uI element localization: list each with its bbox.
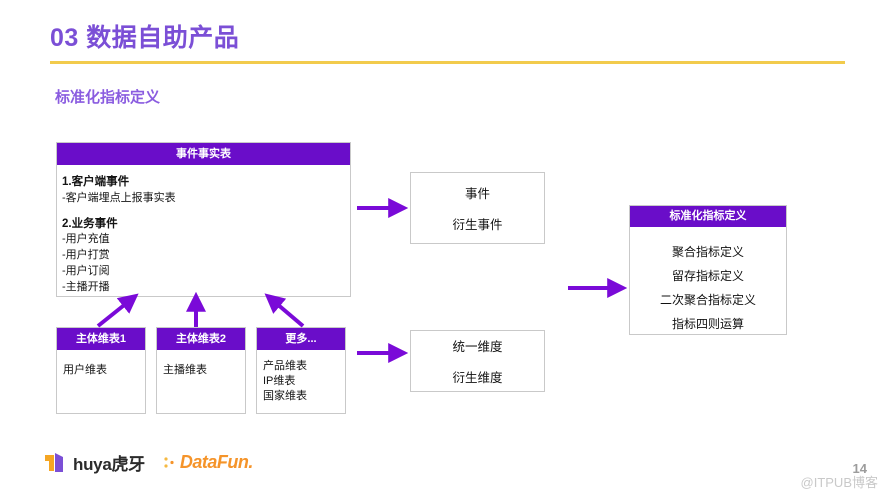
page-number: 14 [852, 461, 867, 476]
dimension-item-3-0: 产品维表 [263, 360, 307, 372]
dimension-item-3-1: IP维表 [263, 374, 296, 387]
dimension-table-body-1: 用户维表 [57, 350, 145, 383]
huya-label: huya虎牙 [73, 455, 145, 474]
datafun-mark-icon [164, 456, 174, 468]
metric-item-0: 聚合指标定义 [671, 245, 744, 259]
huya-mark-icon [45, 452, 63, 472]
metric-item-2: 二次聚合指标定义 [659, 293, 756, 307]
dimension-item-2-0: 主播维表 [163, 364, 207, 376]
arrow-dim1-to-fact [96, 293, 139, 328]
fact-group1-title: 1.客户端事件 [62, 176, 130, 188]
fact-table-card: 事件事实表 1.客户端事件 -客户端埋点上报事实表 2.业务事件 -用户充值 -… [56, 142, 351, 297]
arrow-center-to-metric [568, 278, 628, 298]
dimension-table-header-2: 主体维表2 [157, 328, 245, 350]
events-card: 事件 衍生事件 [410, 172, 545, 244]
fact-group2-title: 2.业务事件 [62, 217, 118, 230]
datafun-logo: DataFun. [163, 452, 253, 473]
dimension-table-body-3: 产品维表 IP维表 国家维表 [257, 350, 345, 409]
datafun-label: DataFun. [179, 452, 254, 472]
title-divider [50, 61, 845, 64]
dimensions-line-1: 衍生维度 [452, 371, 503, 385]
arrow-dim3-to-fact [264, 293, 305, 328]
dimension-table-card-2: 主体维表2 主播维表 [156, 327, 246, 414]
page-subtitle: 标准化指标定义 [55, 89, 161, 106]
dimension-table-header-1: 主体维表1 [57, 328, 145, 350]
arrow-fact-to-events [357, 198, 409, 218]
fact-group1-item-0: -客户端埋点上报事实表 [62, 191, 176, 204]
fact-group2-item-1: -用户打赏 [62, 249, 110, 262]
fact-table-header: 事件事实表 [57, 143, 350, 165]
fact-group2-item-2: -用户订阅 [62, 265, 110, 278]
page-title: 03 数据自助产品 [50, 24, 240, 52]
dimension-item-1-0: 用户维表 [63, 364, 107, 376]
metric-item-1: 留存指标定义 [671, 269, 744, 283]
huya-logo: huya虎牙 [44, 450, 145, 475]
dimensions-card: 统一维度 衍生维度 [410, 330, 545, 392]
dimension-table-card-3: 更多... 产品维表 IP维表 国家维表 [256, 327, 346, 414]
fact-table-body: 1.客户端事件 -客户端埋点上报事实表 2.业务事件 -用户充值 -用户打赏 -… [57, 165, 350, 301]
dimensions-line-0: 统一维度 [452, 340, 503, 354]
dimension-table-body-2: 主播维表 [157, 350, 245, 383]
fact-spacer [62, 207, 344, 216]
standard-metric-list: 聚合指标定义 留存指标定义 二次聚合指标定义 指标四则运算 [630, 227, 786, 332]
dimension-table-header-3: 更多... [257, 328, 345, 350]
events-line-1: 衍生事件 [452, 218, 503, 232]
footer-logos: huya虎牙 DataFun. [44, 450, 253, 475]
arrow-dims-to-unified [357, 343, 409, 363]
fact-group2-item-0: -用户充值 [62, 233, 110, 246]
events-line-0: 事件 [464, 187, 490, 201]
watermark: @ITPUB博客 [800, 475, 878, 490]
arrow-dim2-to-fact [186, 291, 206, 327]
standard-metric-card: 标准化指标定义 聚合指标定义 留存指标定义 二次聚合指标定义 指标四则运算 [629, 205, 787, 335]
dimension-table-card-1: 主体维表1 用户维表 [56, 327, 146, 414]
metric-item-3: 指标四则运算 [671, 317, 744, 331]
dimension-item-3-2: 国家维表 [263, 389, 307, 402]
fact-group2-item-3: -主播开播 [62, 281, 110, 294]
standard-metric-header: 标准化指标定义 [630, 206, 786, 227]
